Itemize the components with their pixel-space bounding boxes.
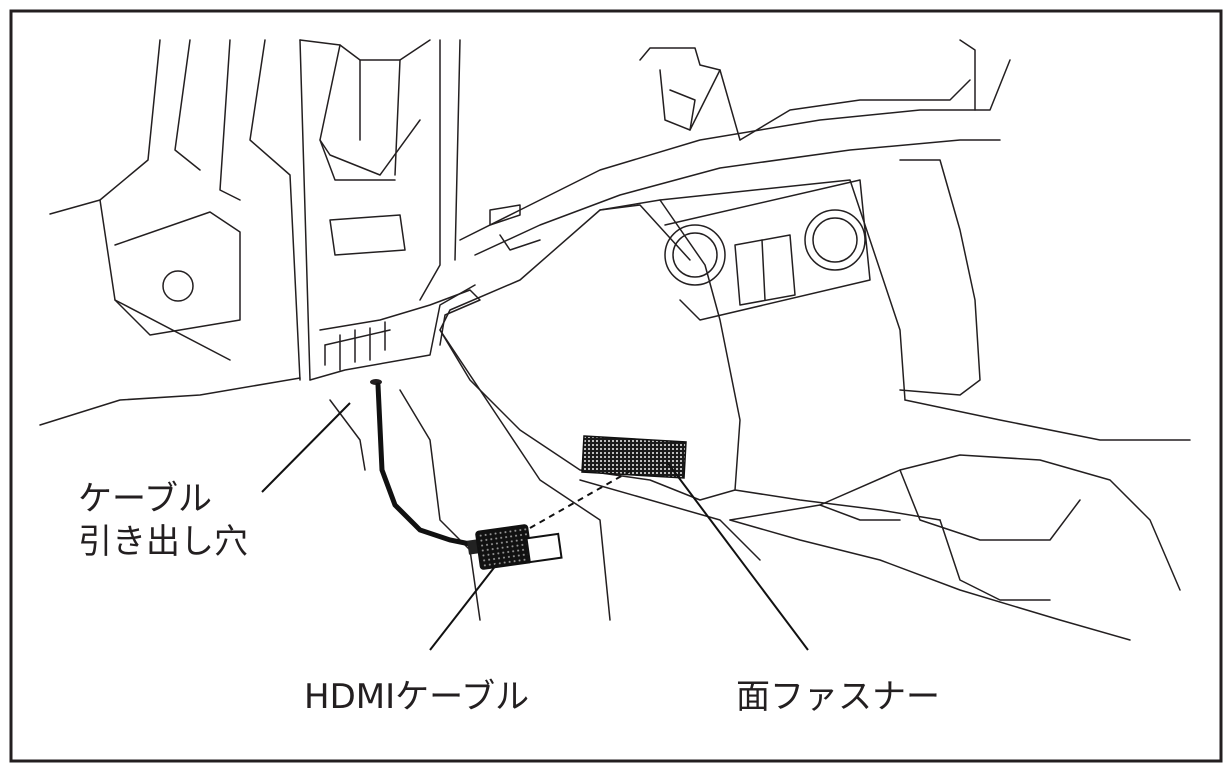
diagram-border (9, 9, 1223, 763)
hdmi-cable-label: HDMIケーブル (304, 677, 530, 717)
hdmi-cable-line (375, 382, 478, 548)
leader-fastener (666, 461, 809, 651)
leader-lines (261, 402, 809, 651)
leader-cable-hole (261, 402, 351, 493)
cable-hole-label-line2: 引き出し穴 (78, 521, 248, 562)
fastener-patch (581, 435, 687, 479)
cable-hole-label: ケーブル 引き出し穴 (78, 478, 248, 563)
cable-hole-label-line1: ケーブル (78, 479, 212, 519)
dashboard-line-art (39, 39, 1191, 641)
hdmi-connector (467, 524, 563, 570)
fastener-label: 面ファスナー (736, 677, 940, 717)
guide-dashed-line (529, 469, 633, 529)
leader-hdmi-cable (429, 559, 501, 651)
